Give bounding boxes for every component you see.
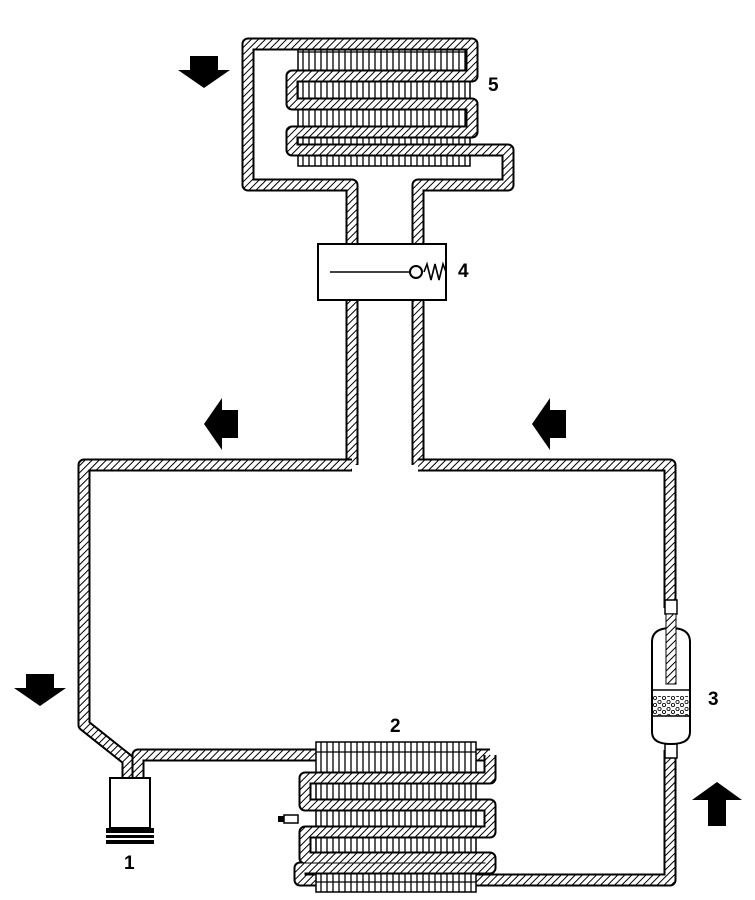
component-label-5: 5 [488,75,499,96]
expansion-valve [317,243,447,301]
flow-arrows [14,56,742,826]
component-label-4: 4 [458,261,469,282]
tube-hatching [295,755,495,885]
tube-hatching [243,39,513,465]
arrow-up-icon [692,782,742,826]
tube-outline [418,458,677,608]
compressor [106,777,154,844]
receiver-drier [651,599,691,759]
tube-outline [77,458,352,785]
arrow-down-icon [14,674,66,706]
component-label-1: 1 [124,853,135,874]
tube-hatching [418,460,675,608]
arrow-left-icon [204,398,238,450]
arrow-left-icon [532,398,566,450]
tube-hatching [79,460,352,785]
service-port-icon [278,814,299,824]
arrow-down-icon [178,56,230,88]
suction-line [84,465,352,785]
component-label-3: 3 [708,689,719,710]
liquid-line [418,465,670,608]
condenser [278,741,497,893]
evaporator [241,37,515,465]
component-label-2: 2 [390,716,401,737]
